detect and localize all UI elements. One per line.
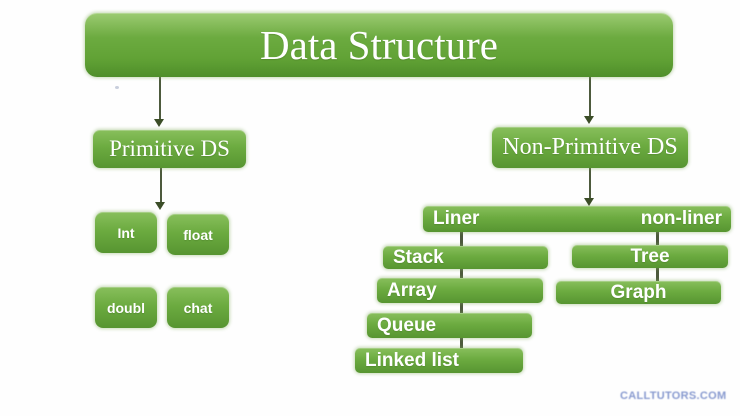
node-tree-label: Tree (630, 245, 670, 267)
node-chat: chat (167, 287, 229, 328)
node-chat-label: chat (183, 299, 213, 316)
node-stack: Stack (383, 246, 548, 269)
node-linked-list: Linked list (355, 348, 523, 373)
watermark-text: CALLTUTORS.COM (620, 390, 727, 402)
node-float-label: float (183, 226, 213, 243)
node-doubl-label: doubl (106, 299, 146, 316)
node-primitive-ds-label: Primitive DS (109, 136, 230, 161)
arrow-down-head-liner-bar (584, 198, 594, 206)
node-non-primitive-ds-label: Non-Primitive DS (502, 134, 678, 160)
node-int-label: Int (117, 224, 135, 241)
node-float: float (167, 214, 229, 255)
node-queue: Queue (367, 313, 532, 338)
connector-root-primitive-line (159, 77, 161, 121)
connector-nonprimitive-liner-line (589, 168, 591, 200)
arrow-down-head-nonprimitive (584, 116, 594, 124)
connector-root-nonprimitive-line (589, 77, 591, 118)
node-array: Array (377, 278, 543, 303)
node-liner-label: Liner (433, 208, 480, 229)
root-node-label: Data Structure (260, 22, 498, 68)
node-array-label: Array (387, 279, 437, 301)
node-primitive-ds: Primitive DS (93, 130, 246, 168)
node-non-primitive-ds: Non-Primitive DS (492, 127, 688, 168)
node-linked-list-label: Linked list (365, 349, 459, 371)
node-queue-label: Queue (377, 314, 437, 336)
node-graph: Graph (556, 281, 721, 304)
node-graph-label: Graph (610, 281, 667, 303)
root-node-data-structure: Data Structure (85, 13, 673, 77)
node-int: Int (95, 212, 157, 253)
arrow-down-head-primitive (154, 119, 164, 127)
artifact-speck (115, 86, 119, 89)
node-doubl: doubl (95, 287, 157, 328)
node-tree: Tree (572, 245, 728, 268)
node-stack-label: Stack (393, 246, 444, 268)
arrow-down-head-primitive-leaves (155, 202, 165, 210)
connector-primitive-leaves-line (160, 168, 162, 205)
node-non-liner-label: non-liner (640, 208, 722, 229)
node-liner-nonliner-bar: Liner non-liner (423, 206, 731, 232)
